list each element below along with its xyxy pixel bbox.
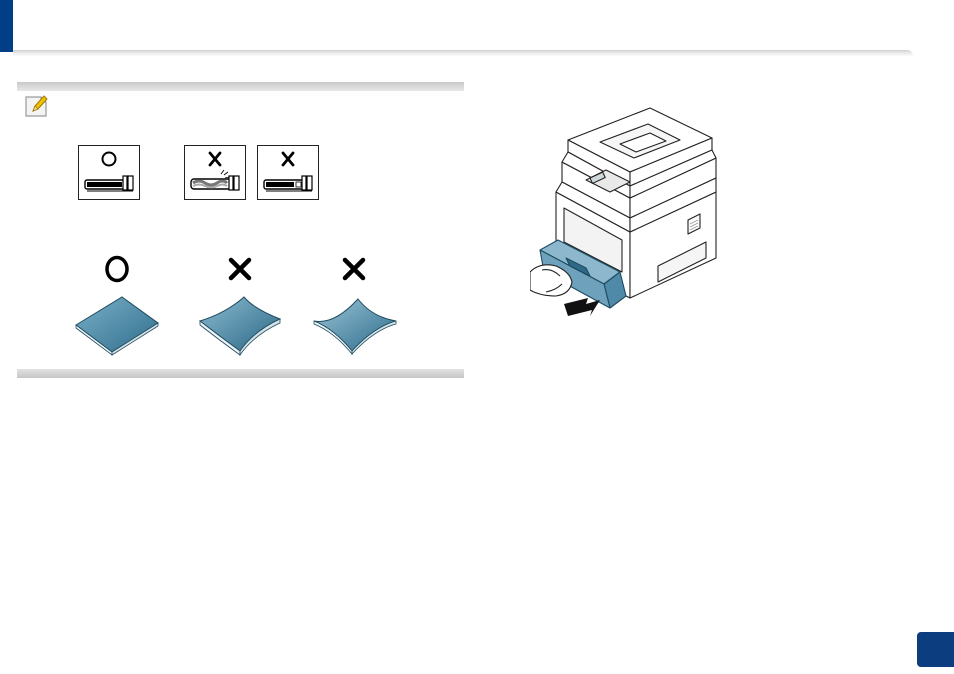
note-bottom-bar (17, 369, 464, 378)
page-number-badge (917, 632, 954, 667)
guide-correct-drawing (79, 146, 139, 199)
header-rule (13, 50, 913, 57)
guide-incorrect-drawing-2 (258, 146, 318, 199)
ok-circle-icon (104, 255, 130, 283)
guide-incorrect-drawing-1 (185, 146, 245, 199)
note-pencil-icon (22, 92, 50, 120)
ng-cross-icon (228, 257, 252, 281)
paper-stack-flat (74, 295, 162, 357)
guide-incorrect-box-1 (184, 145, 246, 200)
paper-stack-curled-2 (312, 295, 400, 357)
guide-incorrect-box-2 (257, 145, 319, 200)
note-top-bar (17, 82, 464, 91)
header-accent-bar (0, 0, 13, 52)
guide-correct-box (78, 145, 140, 200)
ng-cross-icon (342, 257, 366, 281)
paper-stack-curled-1 (196, 295, 284, 357)
printer-tray-insert-illustration (530, 100, 730, 330)
